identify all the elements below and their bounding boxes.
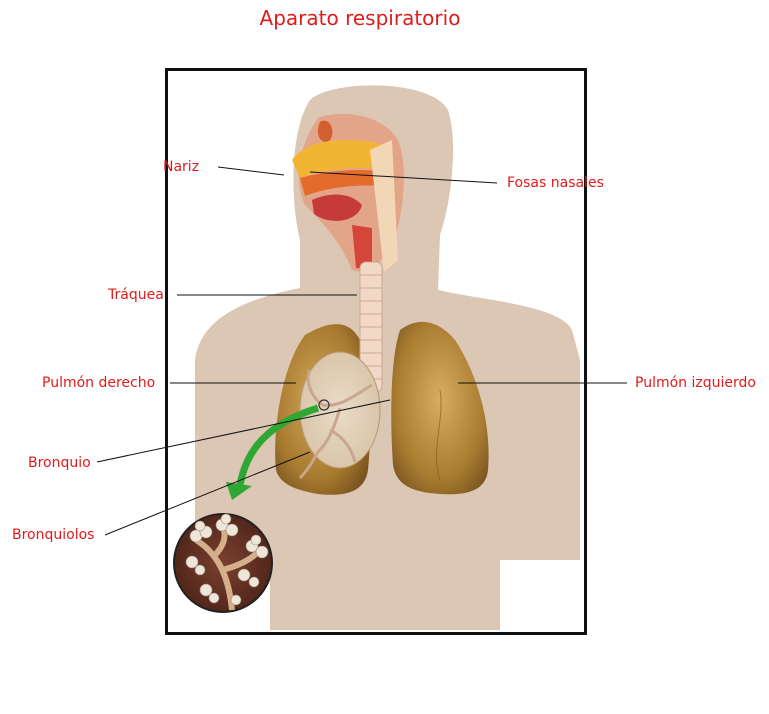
alveoli-detail	[173, 513, 273, 613]
leader-fosas-nasales	[309, 171, 498, 184]
label-traquea: Tráquea	[108, 287, 164, 303]
zoom-arrow	[226, 404, 320, 500]
label-pulmon-derecho: Pulmón derecho	[42, 375, 156, 391]
bronchial-tree	[298, 351, 381, 480]
diagram-title: Aparato respiratorio	[259, 6, 461, 30]
body-silhouette	[195, 85, 580, 631]
label-bronquiolos: Bronquiolos	[12, 527, 95, 543]
label-pulmon-izquierdo: Pulmón izquierdo	[635, 375, 756, 391]
leader-bronquiolos	[104, 451, 311, 536]
label-bronquio: Bronquio	[28, 455, 91, 471]
leader-nariz	[217, 166, 285, 176]
leader-bronquio	[96, 399, 391, 463]
label-nariz: Nariz	[163, 159, 200, 175]
label-fosas-nasales: Fosas nasales	[507, 175, 604, 191]
head-airway	[292, 113, 404, 275]
leader-lines	[96, 166, 627, 536]
